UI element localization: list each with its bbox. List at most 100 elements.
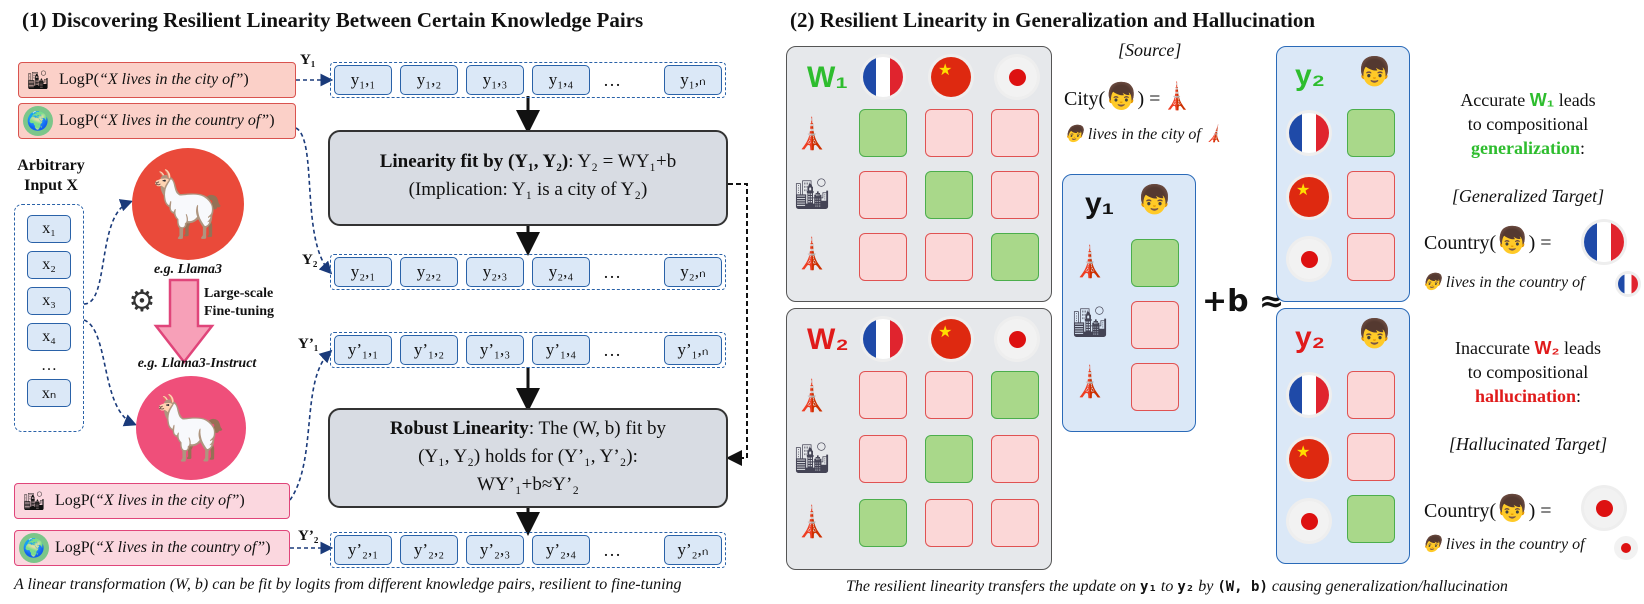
tokyo-tower-icon: 🗼 (1071, 365, 1109, 399)
left-panel-title: (1) Discovering Resilient Linearity Betw… (22, 8, 644, 32)
japan-flag-icon (1584, 488, 1624, 528)
matrix-cell (991, 171, 1039, 219)
hallucination-text: Inaccurate W₂ leads to compositional hal… (1455, 338, 1601, 406)
generalized-equation: Country(👦) = (1424, 226, 1552, 255)
france-flag-icon (1289, 113, 1329, 153)
prompt-city-base: 🏙 LogP(“X lives in the city of”) (18, 62, 296, 98)
prompt-text: “X lives in the city of” (99, 71, 244, 88)
w1-label: W₁ (807, 61, 848, 94)
prompt-text: “X lives in the city of” (95, 492, 240, 509)
vector-cell (1347, 233, 1395, 281)
japan-flag-icon (1289, 239, 1329, 279)
vector-cell (1131, 363, 1179, 411)
hallucinated-description: 👦 lives in the country of (1422, 536, 1585, 553)
logit-token: y’₂,₄ (532, 535, 590, 565)
w2-label: W₂ (807, 323, 849, 356)
prompt-suffix: ) (269, 112, 275, 129)
y2-label-green: y₂ (1295, 59, 1326, 92)
prompt-prefix: LogP( (59, 71, 99, 88)
source-equation: City(👦) =🗼 (1064, 82, 1193, 111)
prompt-text: “X lives in the country of” (99, 112, 270, 129)
matrix-cell (925, 371, 973, 419)
robust-title: Robust Linearity (389, 418, 529, 439)
prompt-suffix: ) (265, 539, 271, 556)
logit-row-y2-prime: y’₂,₁ y’₂,₂ y’₂,₃ y’₂,₄ … y’₂,ₙ (330, 532, 726, 568)
city-icon: 🏙 (26, 69, 50, 90)
prompt-city-tuned: 🏙 LogP(“X lives in the city of”) (14, 483, 290, 519)
logit-token: y₁,₄ (532, 65, 590, 95)
llama3-instruct-logo: 🦙 (136, 376, 246, 480)
city-icon: 🏙 (22, 490, 46, 511)
source-description: 👦 lives in the city of 🗼 (1064, 126, 1225, 143)
vector-cell (1347, 371, 1395, 419)
person-icon: 👦 (1496, 494, 1529, 523)
china-flag-icon: ★ (931, 57, 971, 97)
prompt-suffix: ) (243, 71, 249, 88)
person-icon: 👦 (1357, 57, 1392, 88)
matrix-cell (991, 371, 1039, 419)
france-flag-icon (1618, 274, 1638, 294)
eiffel-tower-icon: 🗼 (1071, 245, 1109, 279)
eiffel-tower-icon: 🗼 (1204, 126, 1225, 143)
matrix-cell (925, 109, 973, 157)
y2-generalized-panel: y₂ 👦 ★ (1276, 46, 1410, 302)
logit-token: y’₂,ₙ (664, 535, 722, 565)
logit-token: y₂,₄ (532, 257, 590, 287)
right-panel-title: (2) Resilient Linearity in Generalizatio… (790, 8, 1315, 32)
fit-implication: (Implication: Y₁ is a city of Y₂) (408, 179, 648, 200)
vector-cell (1347, 433, 1395, 481)
logit-token: y’₂,₂ (400, 535, 458, 565)
china-flag-icon: ★ (1289, 177, 1329, 217)
input-token: x₃ (27, 287, 71, 315)
vector-cell (1131, 239, 1179, 287)
matrix-cell (859, 233, 907, 281)
y1-vector-panel: y₁ 👦 🗼 🏙 🗼 (1062, 174, 1196, 432)
generalization-text: Accurate W₁ leads to compositional gener… (1460, 90, 1596, 158)
france-flag-icon (1289, 375, 1329, 415)
robust-equation: WY’₁+b≈Y’₂ (477, 474, 579, 495)
w1-matrix-panel: W₁ ★ 🗼 🏙 🗼 (786, 46, 1052, 302)
vector-cell (1347, 495, 1395, 543)
logit-token: y’₁,₂ (400, 335, 458, 365)
prompt-country-tuned: 🌍 LogP(“X lives in the country of”) (14, 530, 290, 566)
logit-token: y₁,₁ (334, 65, 392, 95)
row-ellipsis: … (603, 69, 621, 90)
logit-token: y₂,₃ (466, 257, 524, 287)
logit-token: y₁,₃ (466, 65, 524, 95)
row-label-y1: Y₁ (300, 52, 316, 68)
left-caption: A linear transformation (W, b) can be fi… (14, 576, 682, 593)
input-token: x₂ (27, 251, 71, 279)
matrix-cell (859, 435, 907, 483)
prompt-prefix: LogP( (55, 539, 95, 556)
logit-row-y1-prime: y’₁,₁ y’₁,₂ y’₁,₃ y’₁,₄ … y’₁,ₙ (330, 332, 726, 368)
base-model-label: e.g. Llama3 (153, 262, 223, 277)
matrix-cell (925, 499, 973, 547)
france-flag-icon (1584, 222, 1624, 262)
input-token: x₄ (27, 323, 71, 351)
generalized-target-label: [Generalized Target] (1451, 186, 1605, 206)
generalized-description: 👦 lives in the country of (1422, 274, 1585, 291)
row-label-y2: Y₂ (302, 252, 318, 268)
matrix-cell (925, 233, 973, 281)
logit-row-y2: y₂,₁ y₂,₂ y₂,₃ y₂,₄ … y₂,ₙ (330, 254, 726, 290)
logit-token: y’₁,₄ (532, 335, 590, 365)
source-label: [Source] (1118, 40, 1182, 60)
fit-equation: : Y₂ = WY₁+b (568, 151, 677, 172)
person-icon: 👦 (1137, 185, 1172, 216)
eiffel-tower-icon: 🗼 (793, 117, 831, 151)
logit-token: y’₂,₃ (466, 535, 524, 565)
person-icon: 👦 (1105, 82, 1138, 111)
logit-token: y₂,ₙ (664, 257, 722, 287)
hallucinated-target-label: [Hallucinated Target] (1448, 434, 1608, 454)
matrix-cell (859, 371, 907, 419)
logit-row-y1: y₁,₁ y₁,₂ y₁,₃ y₁,₄ … y₁,ₙ (330, 62, 726, 98)
right-caption: The resilient linearity transfers the up… (846, 578, 1508, 595)
matrix-cell (991, 499, 1039, 547)
france-flag-icon (863, 319, 903, 359)
plus-b-approx: +b ≈ (1202, 284, 1285, 319)
tokyo-tower-icon: 🗼 (793, 505, 831, 539)
robust-text: : The (W, b) fit by (528, 418, 667, 439)
row-label-y2-prime: Y’₂ (298, 528, 319, 544)
tokyo-tower-icon: 🗼 (793, 237, 831, 271)
